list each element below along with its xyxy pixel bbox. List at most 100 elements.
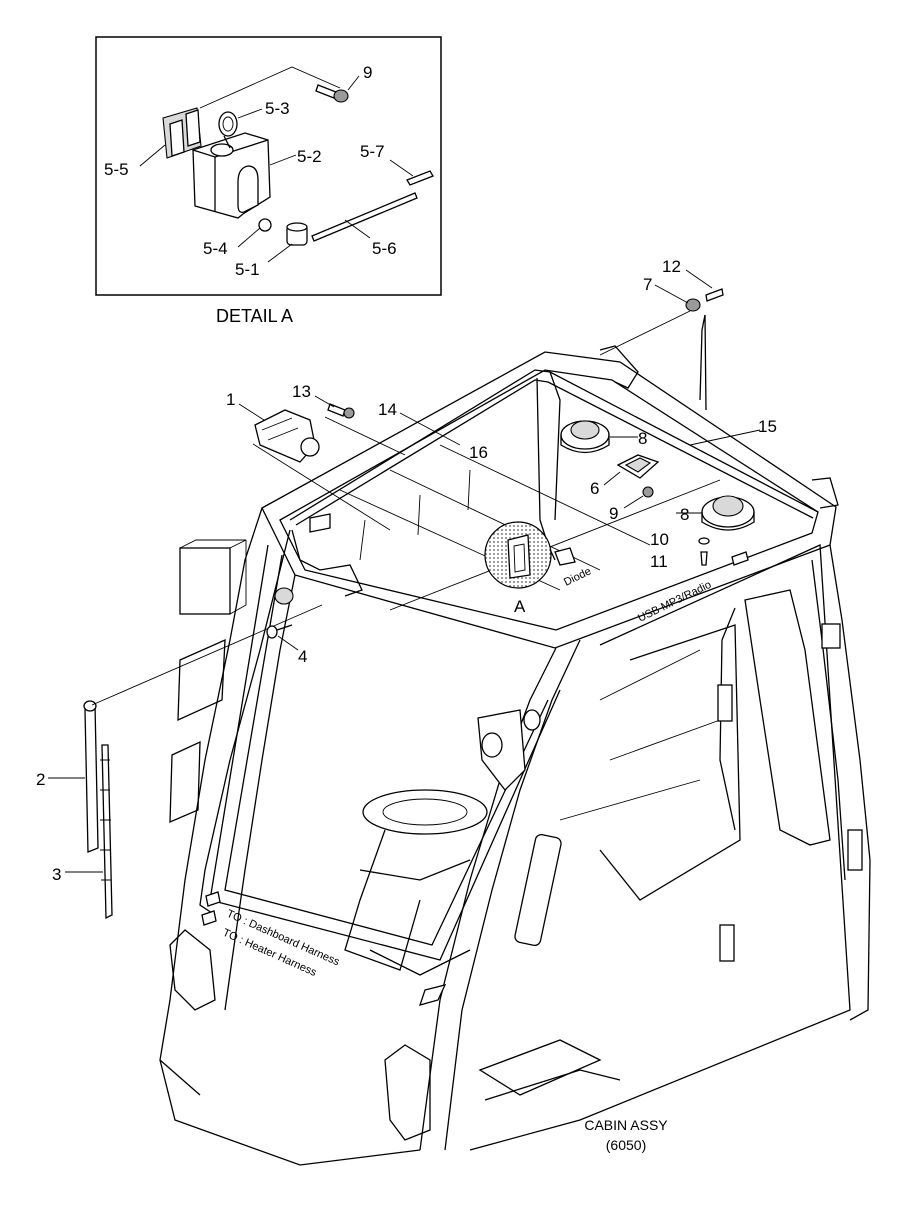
leader-line bbox=[238, 403, 265, 421]
plug-5-4 bbox=[258, 218, 272, 232]
leader-line bbox=[237, 227, 261, 248]
side-panel bbox=[177, 638, 226, 722]
leader-line bbox=[389, 159, 414, 177]
screw-9 bbox=[642, 486, 654, 498]
connector bbox=[731, 551, 749, 566]
cabin-roof bbox=[261, 351, 837, 649]
leader-line bbox=[139, 144, 166, 167]
callout-12: 12 bbox=[662, 257, 681, 276]
front-left-pillar-inner bbox=[224, 574, 296, 1011]
leader-line bbox=[685, 269, 713, 289]
roof-harness-2 bbox=[295, 379, 814, 526]
label-5-7: 5-7 bbox=[360, 142, 385, 161]
cabin-assembly bbox=[48, 269, 871, 1166]
windshield-frame-inner bbox=[224, 554, 549, 946]
roof-inner-edge bbox=[279, 369, 819, 631]
label-5-2: 5-2 bbox=[297, 147, 322, 166]
callout-1: 1 bbox=[226, 390, 235, 409]
detail-a-panel: 9 5-3 5-2 5-5 5-7 5-4 5-1 5-6 bbox=[95, 36, 442, 296]
connector bbox=[205, 891, 221, 907]
bolt-13 bbox=[327, 403, 355, 419]
detail-a-title: DETAIL A bbox=[216, 306, 293, 326]
label-5-5: 5-5 bbox=[104, 160, 129, 179]
label-5-3: 5-3 bbox=[265, 99, 290, 118]
leader-line bbox=[267, 243, 293, 263]
note-diode: Diode bbox=[562, 565, 593, 588]
pillar-console bbox=[477, 709, 541, 791]
front-right-pillar bbox=[419, 647, 557, 1151]
wiper-motor-1 bbox=[254, 409, 320, 463]
label-5-4: 5-4 bbox=[203, 239, 228, 258]
callout-14: 14 bbox=[378, 400, 397, 419]
leader-line bbox=[399, 412, 461, 446]
leader-line bbox=[199, 66, 341, 109]
speaker-8-upper bbox=[560, 420, 610, 454]
leader-line bbox=[91, 604, 323, 706]
leader-line bbox=[237, 108, 263, 119]
label-5-6: 5-6 bbox=[372, 239, 397, 258]
callout-15: 15 bbox=[758, 417, 777, 436]
door-handle bbox=[514, 833, 562, 947]
bracket-5-5 bbox=[162, 107, 202, 159]
leader-line bbox=[689, 429, 761, 446]
callout-16: 16 bbox=[469, 443, 488, 462]
leader-line bbox=[269, 154, 297, 166]
windshield-frame bbox=[209, 544, 561, 961]
leader-line bbox=[314, 395, 335, 408]
leader-line bbox=[277, 635, 299, 651]
leader-line bbox=[623, 495, 644, 509]
wiper-arm-2 bbox=[83, 700, 99, 853]
roof-harness bbox=[289, 369, 819, 521]
leader-line bbox=[324, 416, 406, 456]
callout-6: 6 bbox=[590, 479, 599, 498]
rear-right-pillar bbox=[829, 544, 871, 1021]
antenna-7 bbox=[685, 288, 724, 411]
nozzle-4 bbox=[266, 624, 293, 639]
leader-line bbox=[347, 75, 360, 91]
callout-a: A bbox=[514, 597, 526, 616]
roof-bracket bbox=[599, 345, 639, 389]
label-9-detail: 9 bbox=[363, 63, 372, 82]
front-left-pillar bbox=[159, 507, 263, 1096]
leader-line bbox=[603, 471, 621, 486]
bolt-9-detail bbox=[315, 84, 349, 103]
callout-8-upper: 8 bbox=[638, 429, 647, 448]
caption-part-number: (6050) bbox=[606, 1137, 646, 1153]
speaker-8-lower bbox=[701, 495, 755, 531]
washer-10 bbox=[698, 537, 710, 545]
washer-tank-5-2 bbox=[192, 132, 271, 219]
operator-seat bbox=[344, 789, 488, 976]
label-5-1: 5-1 bbox=[235, 260, 260, 279]
callout-10: 10 bbox=[650, 530, 669, 549]
detail-a-border bbox=[95, 36, 442, 296]
harness-center-2 bbox=[549, 371, 561, 521]
left-bracket-box bbox=[179, 547, 231, 615]
callout-7: 7 bbox=[643, 275, 652, 294]
caption-cabin-assy: CABIN ASSY bbox=[584, 1117, 668, 1133]
rear-window bbox=[744, 589, 831, 846]
door-frame bbox=[469, 544, 851, 1151]
nozzle-5-7 bbox=[406, 170, 434, 186]
front-arch-left bbox=[169, 929, 216, 1011]
pedal bbox=[418, 984, 447, 1006]
hose-5-6 bbox=[311, 192, 418, 242]
switch-6 bbox=[616, 454, 660, 479]
callout-2: 2 bbox=[36, 770, 45, 789]
callout-4: 4 bbox=[298, 647, 307, 666]
roof-bracket bbox=[811, 477, 839, 509]
cap-5-3 bbox=[218, 111, 238, 149]
leader-line bbox=[599, 310, 691, 356]
side-panel bbox=[169, 740, 201, 823]
wiper-blade-3 bbox=[100, 744, 113, 920]
leader-line bbox=[344, 219, 371, 239]
callout-3: 3 bbox=[52, 865, 61, 884]
pump-top bbox=[286, 222, 308, 232]
leader-line bbox=[654, 284, 689, 304]
front-arch-right bbox=[384, 1044, 431, 1141]
callout-11: 11 bbox=[650, 552, 668, 571]
callout-9: 9 bbox=[609, 504, 618, 523]
lower-cowl bbox=[159, 1059, 421, 1166]
step-edge bbox=[484, 1069, 621, 1101]
callout-8-lower: 8 bbox=[680, 505, 689, 524]
